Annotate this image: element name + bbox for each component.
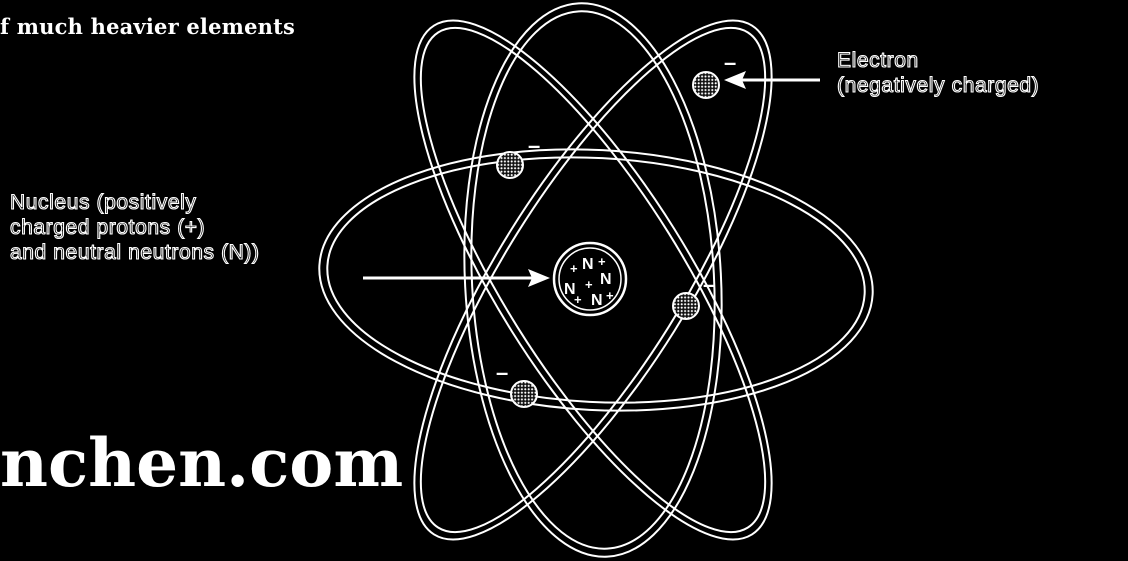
- proton-symbol: +: [570, 261, 578, 276]
- electron-charge-symbol: –: [528, 133, 540, 158]
- proton-symbol: +: [598, 254, 606, 269]
- electron-top-right: [693, 72, 719, 98]
- nucleus: N N N N + + + + +: [554, 243, 626, 315]
- proton-symbol: +: [585, 277, 593, 292]
- nucleus-pointer-arrow: [363, 269, 550, 287]
- electron-upper-left: [497, 152, 523, 178]
- neutron-symbol: N: [600, 271, 612, 288]
- electron-right: [673, 293, 699, 319]
- neutron-symbol: N: [582, 256, 594, 273]
- electron-charge-symbol: –: [724, 50, 736, 75]
- electron-charge-symbol: –: [496, 360, 508, 385]
- proton-symbol: +: [606, 288, 614, 303]
- electron-bottom: [511, 381, 537, 407]
- electron-charge-symbol: –: [703, 272, 715, 297]
- neutron-symbol: N: [591, 292, 603, 309]
- proton-symbol: +: [574, 292, 582, 307]
